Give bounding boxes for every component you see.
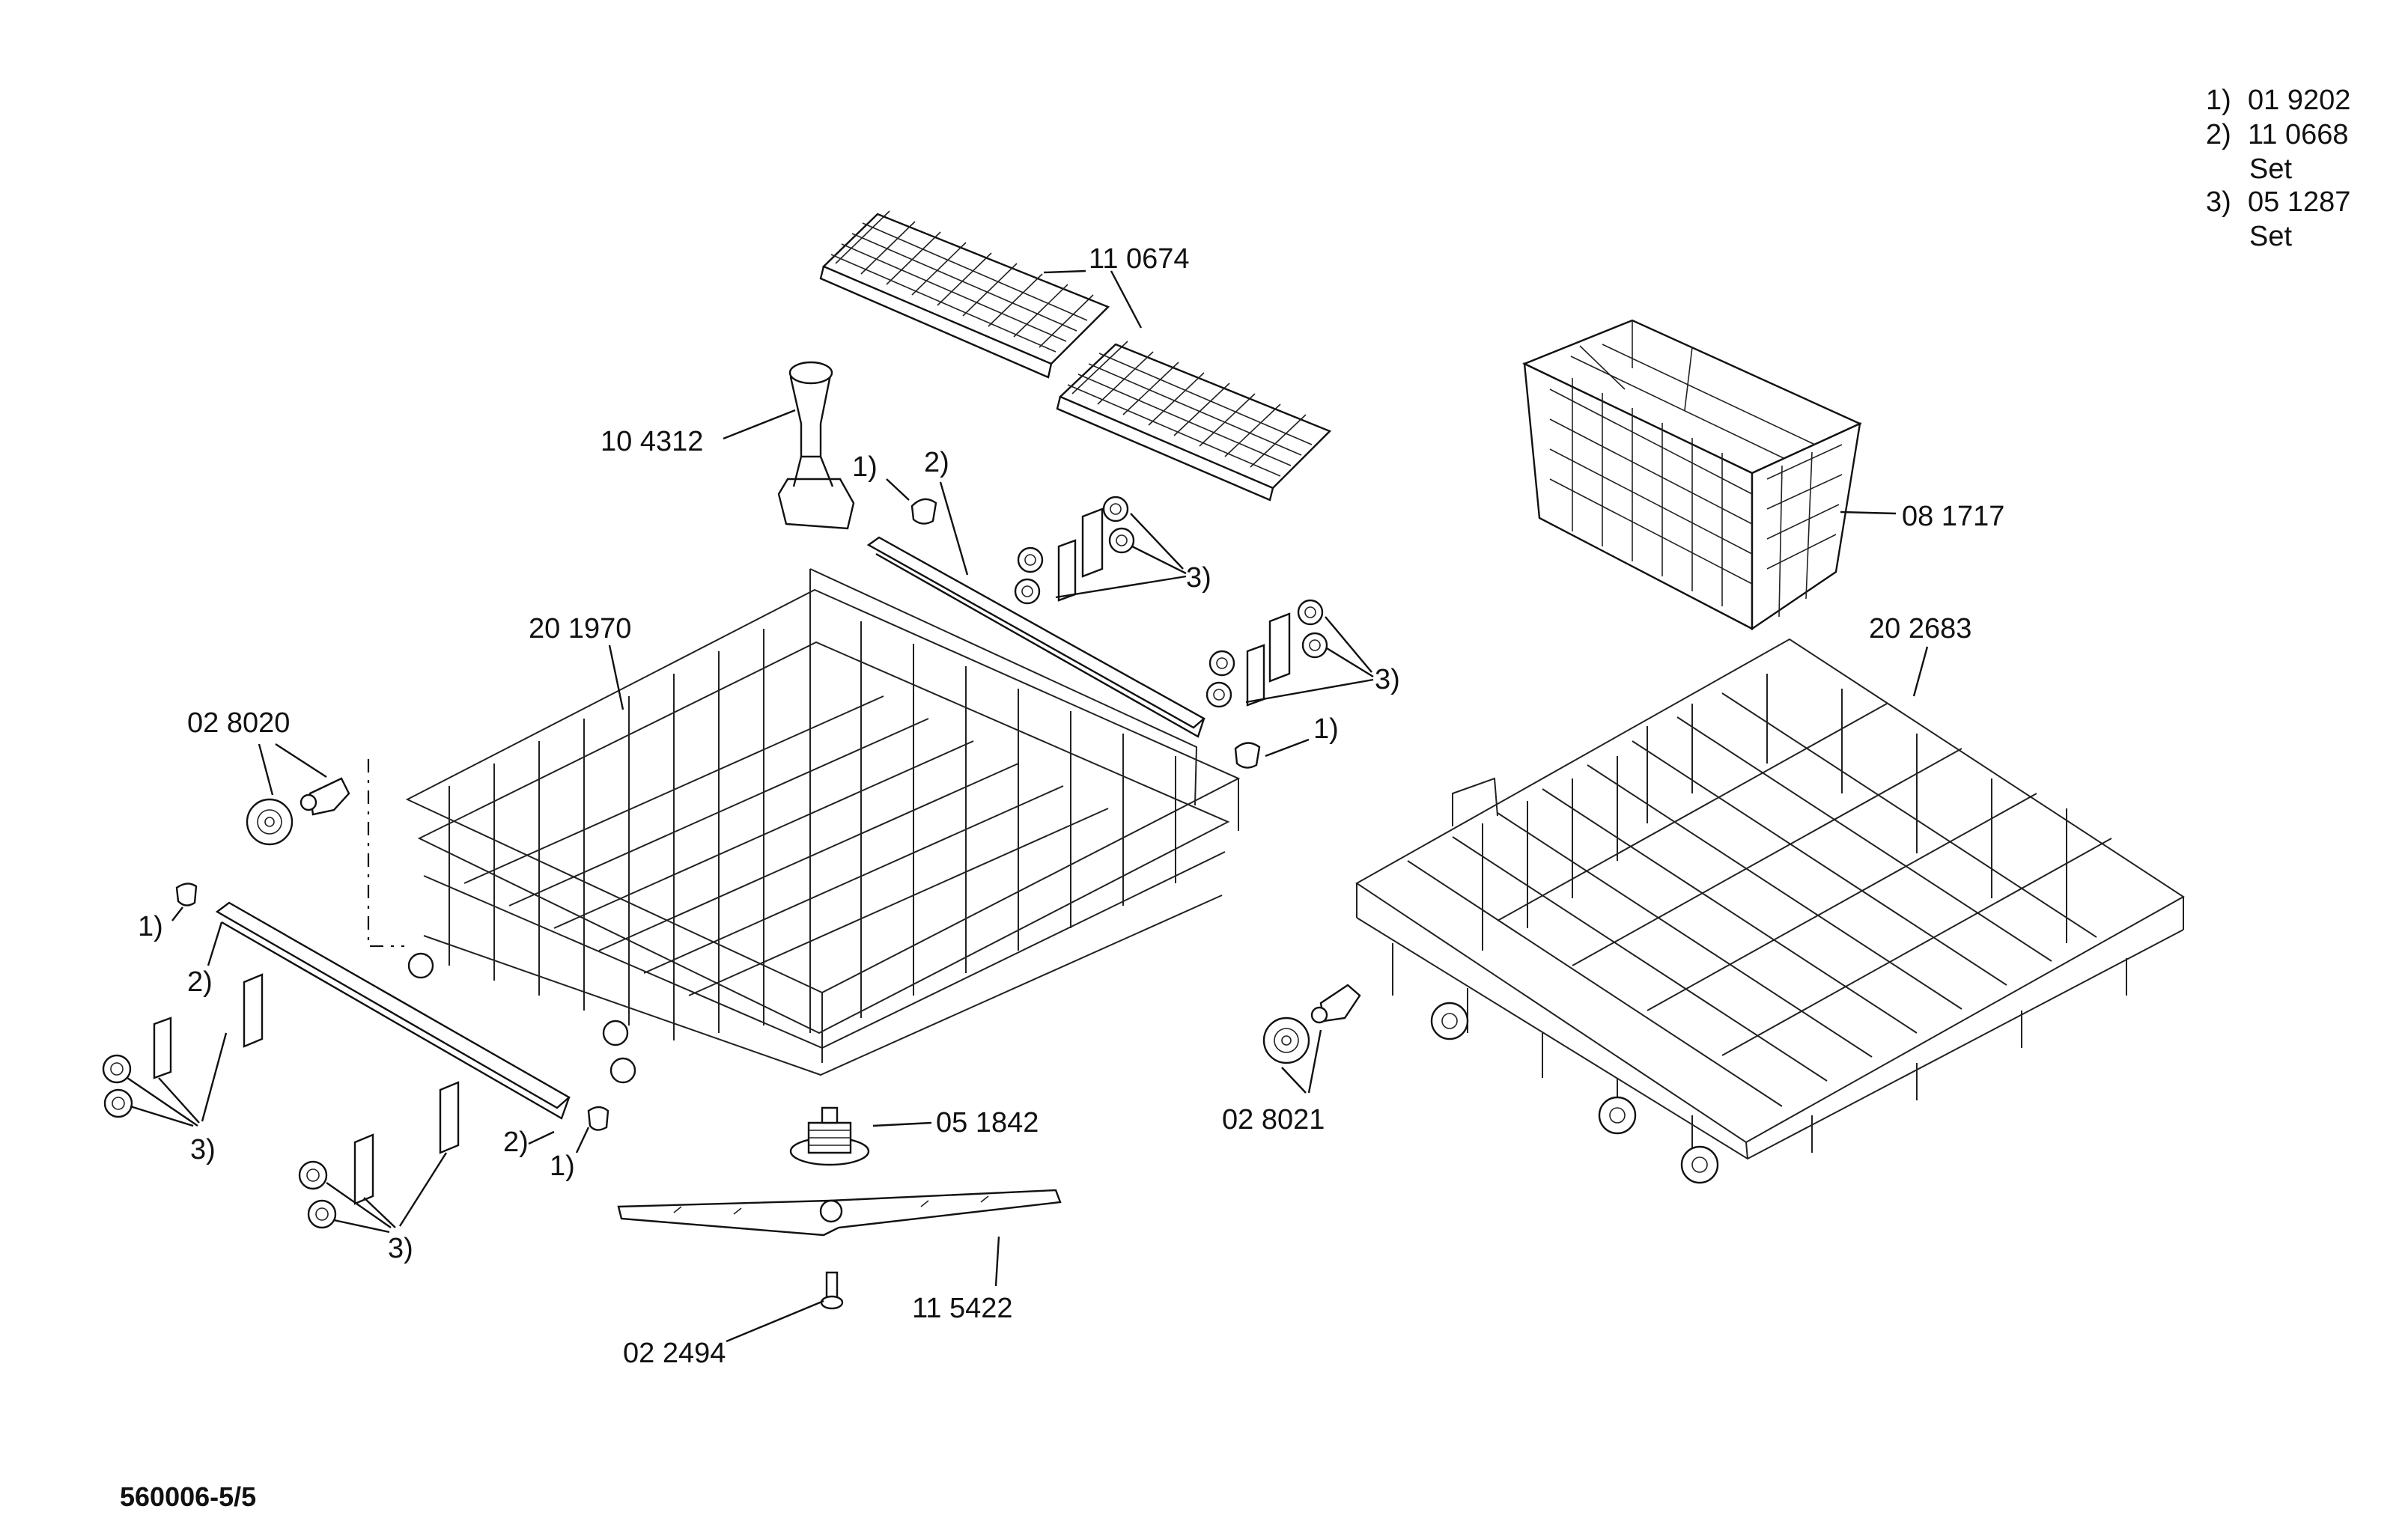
leader-104312 (723, 409, 796, 440)
ref-1-left: 1) (138, 911, 163, 942)
clip-part-bottom (587, 1106, 609, 1131)
label-051842: 05 1842 (936, 1107, 1039, 1139)
cutlery-basket (1522, 319, 1862, 631)
roller-bracket-left (246, 777, 350, 846)
legend-number-1: 01 9202 (2248, 85, 2350, 116)
clip-part-left (175, 883, 198, 906)
ref-3-top: 3) (1186, 562, 1211, 594)
label-022494: 02 2494 (623, 1338, 726, 1369)
roller-set-left (102, 973, 264, 1118)
ref-2-left: 2) (187, 966, 213, 998)
label-104312: 10 4312 (601, 426, 703, 457)
roller-bracket-right (1262, 984, 1361, 1064)
legend-ref-1: 1) (2206, 85, 2231, 116)
ref-3-right: 3) (1375, 664, 1400, 695)
leader-115422 (994, 1236, 1000, 1287)
label-028021: 02 8021 (1222, 1104, 1325, 1136)
roller-set-bottom (298, 1081, 460, 1229)
ref-1-right: 1) (1313, 713, 1339, 745)
clip-part-right (1234, 742, 1261, 769)
leader-022494 (726, 1299, 824, 1343)
label-081717: 08 1717 (1902, 501, 2004, 532)
label-202683: 20 2683 (1869, 613, 1971, 644)
legend-number-3: 05 1287 (2248, 186, 2350, 218)
lower-basket-rack (1355, 638, 2185, 1184)
leader-110674 (1043, 269, 1143, 329)
spray-arm-hub (789, 1106, 870, 1166)
ref-2-top: 2) (924, 447, 949, 478)
legend-ref-2: 2) (2206, 119, 2231, 150)
spray-arm (617, 1189, 1062, 1237)
cutlery-grid-lower (1056, 341, 1332, 502)
ref-1-bottom: 1) (550, 1151, 575, 1182)
leader-028021 (1281, 1029, 1322, 1094)
rail-bar-left (215, 901, 571, 1109)
legend: 1) 01 9202 2) 11 0668 Set 3) 05 1287 Set (2206, 85, 2350, 252)
basket-handle (777, 361, 855, 530)
legend-ref-3: 3) (2206, 186, 2231, 218)
leader-028020 (258, 743, 327, 796)
ref-3-bottom: 3) (388, 1233, 413, 1264)
leader-201970 (608, 644, 624, 710)
clip-part-top (910, 498, 937, 525)
ref-3-left: 3) (190, 1134, 216, 1165)
screw (820, 1271, 844, 1310)
label-201970: 20 1970 (529, 613, 631, 644)
label-110674: 11 0674 (1089, 243, 1190, 275)
upper-basket-rack (405, 568, 1241, 1076)
legend-number-2: 11 0668 (2248, 119, 2349, 150)
leader-081717 (1840, 511, 1897, 515)
legend-note-2: Set (2249, 153, 2292, 185)
roller-set-top (1014, 496, 1135, 605)
legend-note-3: Set (2249, 221, 2292, 252)
label-115422: 11 5422 (912, 1293, 1013, 1324)
label-028020: 02 8020 (187, 707, 290, 739)
ref-1-top: 1) (852, 451, 878, 483)
leader-202683 (1912, 646, 1929, 697)
cutlery-grid-upper (819, 210, 1110, 379)
leader-051842 (872, 1121, 932, 1127)
drawing-code: 560006-5/5 (120, 1481, 256, 1512)
ref-2-bottom: 2) (503, 1127, 529, 1158)
